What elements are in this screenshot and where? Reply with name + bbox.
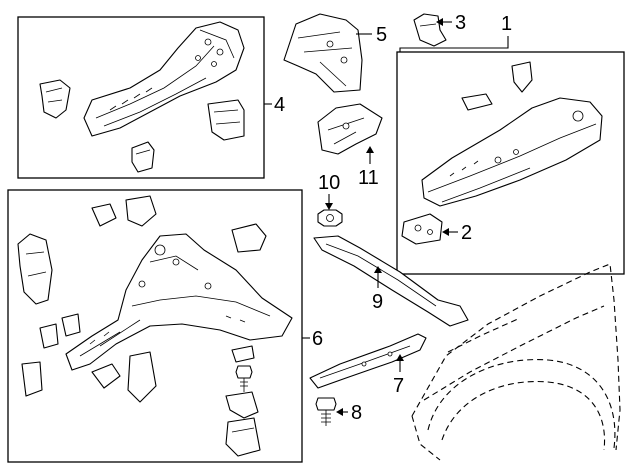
leader-1: [399, 36, 509, 52]
part-8: 8: [315, 397, 362, 426]
part-9: 9: [313, 235, 469, 327]
part-5: 5: [283, 13, 387, 93]
part-2: [401, 213, 443, 245]
fender-outline: [411, 263, 621, 461]
part-11: 11: [317, 103, 383, 189]
callout-10: 10: [318, 172, 340, 194]
part-10: 10: [317, 172, 343, 227]
part-group-4: 4: [17, 16, 285, 179]
part-group-6: 6: [7, 189, 323, 463]
callout-9: 9: [372, 291, 383, 313]
callout-6: 6: [312, 328, 323, 350]
group-box-1: [396, 51, 625, 275]
part-3: 3: [413, 12, 466, 47]
callout-2: 2: [461, 222, 472, 244]
callout-3: 3: [455, 12, 466, 34]
callout-5: 5: [376, 24, 387, 46]
group-box-4: [17, 16, 265, 179]
callout-11: 11: [358, 167, 379, 189]
part-group-1: 1 2: [396, 13, 625, 275]
callout-8: 8: [351, 402, 362, 424]
group-box-6: [7, 189, 303, 463]
callout-4: 4: [274, 94, 285, 116]
part-7: 7: [309, 333, 427, 397]
callout-7: 7: [393, 375, 404, 397]
callout-1: 1: [501, 13, 512, 35]
